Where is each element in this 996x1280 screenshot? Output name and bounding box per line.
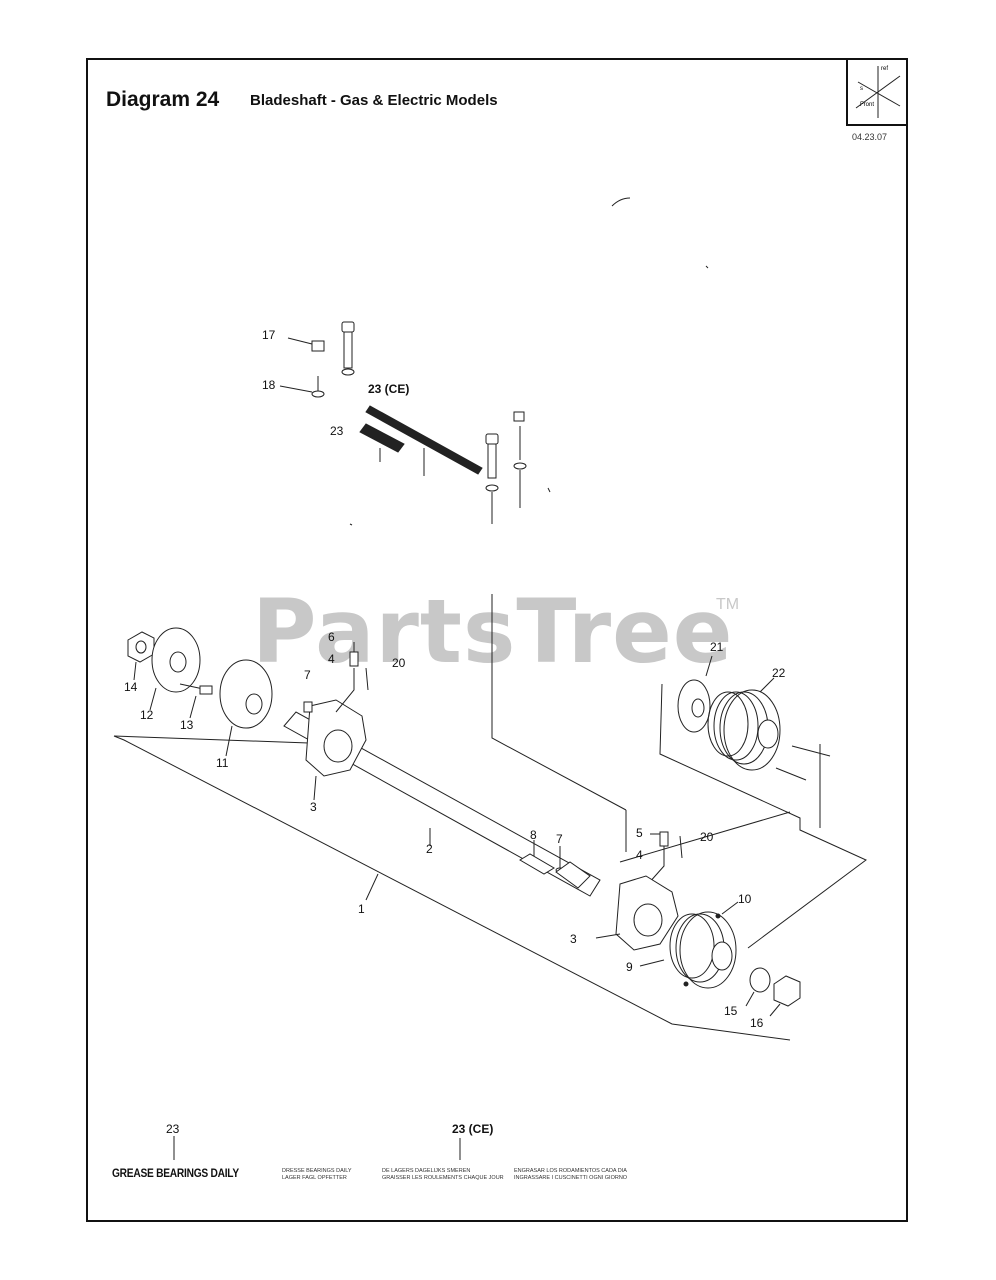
diagram-subtitle: Bladeshaft - Gas & Electric Models <box>250 92 498 109</box>
decal-23ce-strip <box>365 405 483 475</box>
callout-5: 5 <box>636 826 643 840</box>
diagram-title: Diagram 24 <box>106 88 220 111</box>
callout-3-left: 3 <box>310 800 317 814</box>
callout-13: 13 <box>180 718 194 732</box>
decal-ce-text-3b: INGRASSARE I CUSCINETTI OGNI GIORNO <box>514 1175 628 1181</box>
svg-text:ref: ref <box>881 66 888 72</box>
callout-23-bottom: 23 <box>166 1122 180 1136</box>
callout-22: 22 <box>772 666 786 680</box>
callout-4-left: 4 <box>328 652 335 666</box>
leader-18 <box>279 385 313 393</box>
callout-23-ce-bottom: 23 (CE) <box>452 1122 494 1136</box>
leader-17 <box>287 337 313 345</box>
callout-17: 17 <box>262 328 276 342</box>
orientation-box: ref s Front <box>846 60 906 126</box>
bolt-shank <box>343 331 353 369</box>
decal-ce-text-3a: ENGRASAR LOS RODAMIENTOS CADA DIA <box>514 1168 627 1174</box>
callout-23-ce-top: 23 (CE) <box>368 382 410 396</box>
orientation-icon: ref s Front <box>855 66 901 118</box>
callout-23-top: 23 <box>330 424 344 438</box>
callout-21: 21 <box>710 640 724 654</box>
decal-grease-bearings: GREASE BEARINGS DAILY <box>112 1166 239 1180</box>
part-17-nut <box>311 340 325 352</box>
callout-7-right: 7 <box>556 832 563 846</box>
decal-ce-text-1b: LAGER FAGL OPFETTER <box>282 1175 347 1181</box>
callout-20-right: 20 <box>700 830 714 844</box>
callout-11: 11 <box>216 756 229 770</box>
stray-mark <box>611 197 631 207</box>
callout-2: 2 <box>426 842 433 856</box>
callout-14: 14 <box>124 680 138 694</box>
callout-16: 16 <box>750 1016 764 1030</box>
stray-mark <box>705 265 709 269</box>
callout-8: 8 <box>530 828 537 842</box>
callout-4-right: 4 <box>636 848 643 862</box>
callout-3-right: 3 <box>570 932 577 946</box>
decal-ce-text-2b: GRAISSER LES ROULEMENTS CHAQUE JOUR <box>382 1175 504 1181</box>
callout-7-left: 7 <box>304 668 311 682</box>
callout-15: 15 <box>724 1004 738 1018</box>
washer <box>341 368 355 376</box>
bolt-head <box>341 321 355 333</box>
diagram-date: 04.23.07 <box>852 132 888 142</box>
decal-23-strip <box>359 423 405 453</box>
trademark-mark: TM <box>716 596 740 613</box>
diagram-frame <box>86 58 908 1222</box>
callout-20-left: 20 <box>392 656 406 670</box>
svg-text:s: s <box>860 86 863 92</box>
callout-10: 10 <box>738 892 752 906</box>
decal-ce-text-2a: DE LAGERS DAGELIJKS SMEREN <box>382 1168 471 1174</box>
callout-18: 18 <box>262 378 276 392</box>
callout-9: 9 <box>626 960 633 974</box>
decal-ce-text-1a: DRESSE BEARINGS DAILY <box>282 1168 352 1174</box>
callout-1: 1 <box>358 902 365 916</box>
svg-text:Front: Front <box>860 102 874 108</box>
part-18-washer <box>311 390 325 398</box>
callout-12: 12 <box>140 708 154 722</box>
callout-6: 6 <box>328 630 335 644</box>
